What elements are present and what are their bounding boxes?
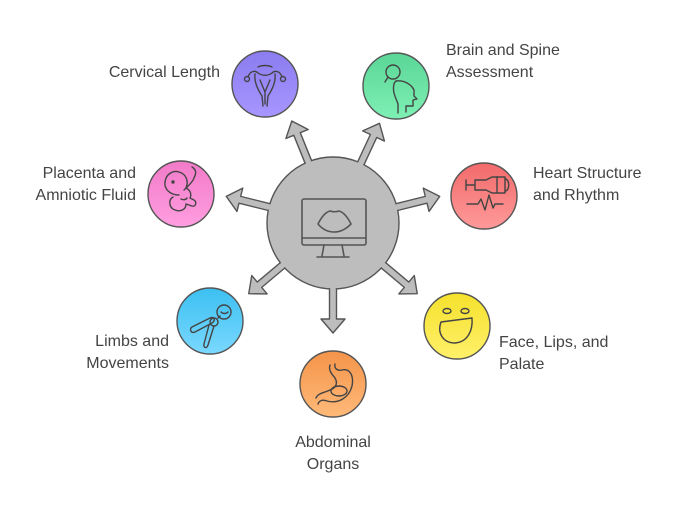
heart-scan-icon (465, 176, 510, 211)
hub-circle (266, 156, 400, 290)
label-line: Movements (86, 355, 169, 372)
label-placenta: Placenta and Amniotic Fluid (10, 163, 136, 207)
label-line: Heart Structure (533, 165, 642, 182)
fetus-icon (164, 166, 197, 212)
label-line: Placenta and (42, 165, 136, 182)
smiling-face-icon (439, 307, 473, 344)
label-line: Palate (499, 356, 545, 373)
hub-with-arrows (225, 120, 441, 334)
label-line: Assessment (446, 64, 534, 81)
label-cervical-length: Cervical Length (70, 62, 220, 84)
node-circle-placenta (147, 160, 215, 228)
head-search-icon (384, 64, 418, 114)
arrow-joint (330, 281, 336, 291)
node-circle-heart (450, 162, 518, 230)
label-line: Cervical Length (108, 64, 220, 81)
arrow-joint (388, 203, 400, 212)
node-circle-cervical-length (231, 50, 299, 118)
label-heart: Heart Structure and Rhythm (533, 163, 641, 207)
uterus-icon (243, 64, 287, 107)
label-face: Face, Lips, and Palate (499, 332, 608, 376)
label-line: Limbs and (95, 333, 169, 350)
arrow-joint (355, 160, 365, 172)
node-circle-abdominal (299, 350, 367, 418)
limb-movement-icon (189, 304, 232, 349)
node-circle-brain-spine (362, 52, 430, 120)
ultrasound-monitor-icon (301, 198, 367, 258)
label-line: Organs (306, 456, 360, 473)
label-line: Amniotic Fluid (35, 187, 136, 204)
stomach-icon (315, 363, 354, 405)
label-line: Brain and Spine (446, 42, 560, 59)
arrow-joint (279, 258, 291, 269)
label-abdominal: Abdominal Organs (263, 432, 403, 476)
arrow-joint (305, 158, 314, 171)
arrow-joint (375, 258, 387, 269)
label-line: Abdominal (295, 434, 371, 451)
label-limbs: Limbs and Movements (40, 331, 169, 375)
label-line: and Rhythm (533, 187, 620, 204)
node-circle-face (423, 292, 491, 360)
label-line: Face, Lips, and (499, 334, 609, 351)
label-brain-spine: Brain and Spine Assessment (446, 40, 560, 84)
arrow-joint (266, 203, 278, 212)
